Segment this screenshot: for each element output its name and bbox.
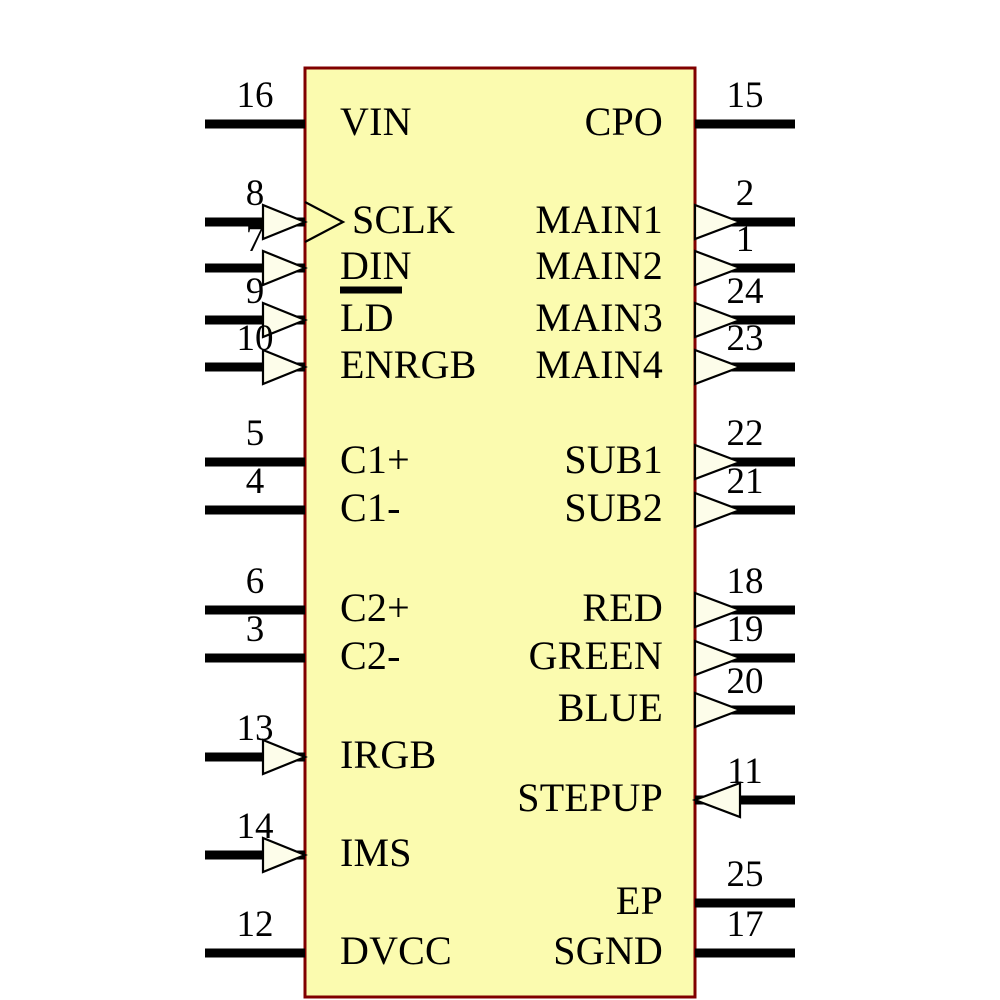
pin-label-sgnd: SGND bbox=[553, 928, 663, 973]
pin-number-din: 7 bbox=[245, 219, 265, 260]
output-arrow-sub2 bbox=[693, 491, 744, 529]
pin-number-main1: 2 bbox=[735, 173, 755, 214]
pin-number-stepup: 11 bbox=[727, 751, 763, 792]
output-arrow-main2 bbox=[693, 249, 744, 287]
pin-number-green: 19 bbox=[726, 609, 764, 650]
pin-label-green: GREEN bbox=[528, 633, 663, 678]
pin-label-main3: MAIN3 bbox=[535, 295, 663, 340]
output-arrow-main1 bbox=[693, 203, 744, 241]
input-arrow-stepup bbox=[691, 781, 742, 819]
pin-label-ep: EP bbox=[615, 878, 663, 923]
right-pin-graphics bbox=[691, 119, 795, 958]
pin-number-cpo: 15 bbox=[726, 75, 764, 116]
pin-label-main1: MAIN1 bbox=[535, 197, 663, 242]
pin-number-ims: 14 bbox=[236, 806, 274, 847]
pin-number-enrgb: 10 bbox=[236, 318, 274, 359]
output-arrow-green bbox=[693, 639, 744, 677]
pin-label-enrgb: ENRGB bbox=[340, 342, 477, 387]
pin-label-sclk: SCLK bbox=[352, 197, 456, 242]
pin-label-dvcc: DVCC bbox=[340, 928, 452, 973]
pin-number-ld: 9 bbox=[245, 271, 265, 312]
pin-label-sub1: SUB1 bbox=[564, 437, 663, 482]
pin-label-ld: LD bbox=[340, 295, 394, 340]
input-arrow-enrgb bbox=[261, 348, 308, 386]
pin-number-main3: 24 bbox=[726, 271, 764, 312]
output-arrow-blue bbox=[693, 691, 744, 729]
pin-label-main4: MAIN4 bbox=[535, 342, 663, 387]
pin-number-dvcc: 12 bbox=[236, 904, 274, 945]
pin-number-c1-plus: 5 bbox=[245, 413, 265, 454]
pin-number-irgb: 13 bbox=[236, 708, 274, 749]
input-arrow-irgb bbox=[261, 738, 308, 776]
pin-label-irgb: IRGB bbox=[340, 732, 437, 777]
pin-number-ep: 25 bbox=[726, 854, 764, 895]
pin-label-c1-plus: C1+ bbox=[340, 437, 410, 482]
pin-number-c2-plus: 6 bbox=[245, 561, 265, 602]
pin-number-sgnd: 17 bbox=[726, 904, 764, 945]
pin-label-din: DIN bbox=[340, 243, 412, 288]
output-arrow-main4 bbox=[693, 348, 744, 386]
pin-label-c2-plus: C2+ bbox=[340, 585, 410, 630]
pin-number-sub1: 22 bbox=[726, 413, 764, 454]
pin-label-main2: MAIN2 bbox=[535, 243, 663, 288]
pin-label-sub2: SUB2 bbox=[564, 485, 663, 530]
pin-number-red: 18 bbox=[726, 561, 764, 602]
pin-number-c1-minus: 4 bbox=[245, 461, 265, 502]
input-arrow-sclk bbox=[261, 203, 308, 241]
input-arrow-ims bbox=[261, 836, 308, 874]
pin-label-c2-minus: C2- bbox=[340, 633, 401, 678]
output-arrow-red bbox=[693, 591, 744, 629]
pin-label-stepup: STEPUP bbox=[517, 775, 663, 820]
input-arrow-din bbox=[261, 249, 308, 287]
pin-label-ims: IMS bbox=[340, 830, 412, 875]
pin-number-blue: 20 bbox=[726, 661, 764, 702]
pin-number-main4: 23 bbox=[726, 318, 764, 359]
pin-number-c2-minus: 3 bbox=[245, 609, 265, 650]
pin-number-sub2: 21 bbox=[726, 461, 764, 502]
chip-body-rectangle bbox=[303, 66, 697, 999]
output-arrow-main3 bbox=[693, 301, 744, 339]
pin-label-blue: BLUE bbox=[557, 685, 663, 730]
output-arrow-sub1 bbox=[693, 443, 744, 481]
clock-chevron-sclk bbox=[304, 201, 346, 243]
input-arrow-ld bbox=[261, 301, 308, 339]
pin-number-main2: 1 bbox=[735, 219, 755, 260]
pin-label-cpo: CPO bbox=[584, 99, 663, 144]
pin-label-red: RED bbox=[582, 585, 663, 630]
pin-number-sclk: 8 bbox=[245, 173, 265, 214]
pin-label-c1-minus: C1- bbox=[340, 485, 401, 530]
pin-label-vin: VIN bbox=[340, 99, 412, 144]
pin-number-vin: 16 bbox=[236, 75, 274, 116]
left-pin-graphics bbox=[205, 119, 346, 958]
